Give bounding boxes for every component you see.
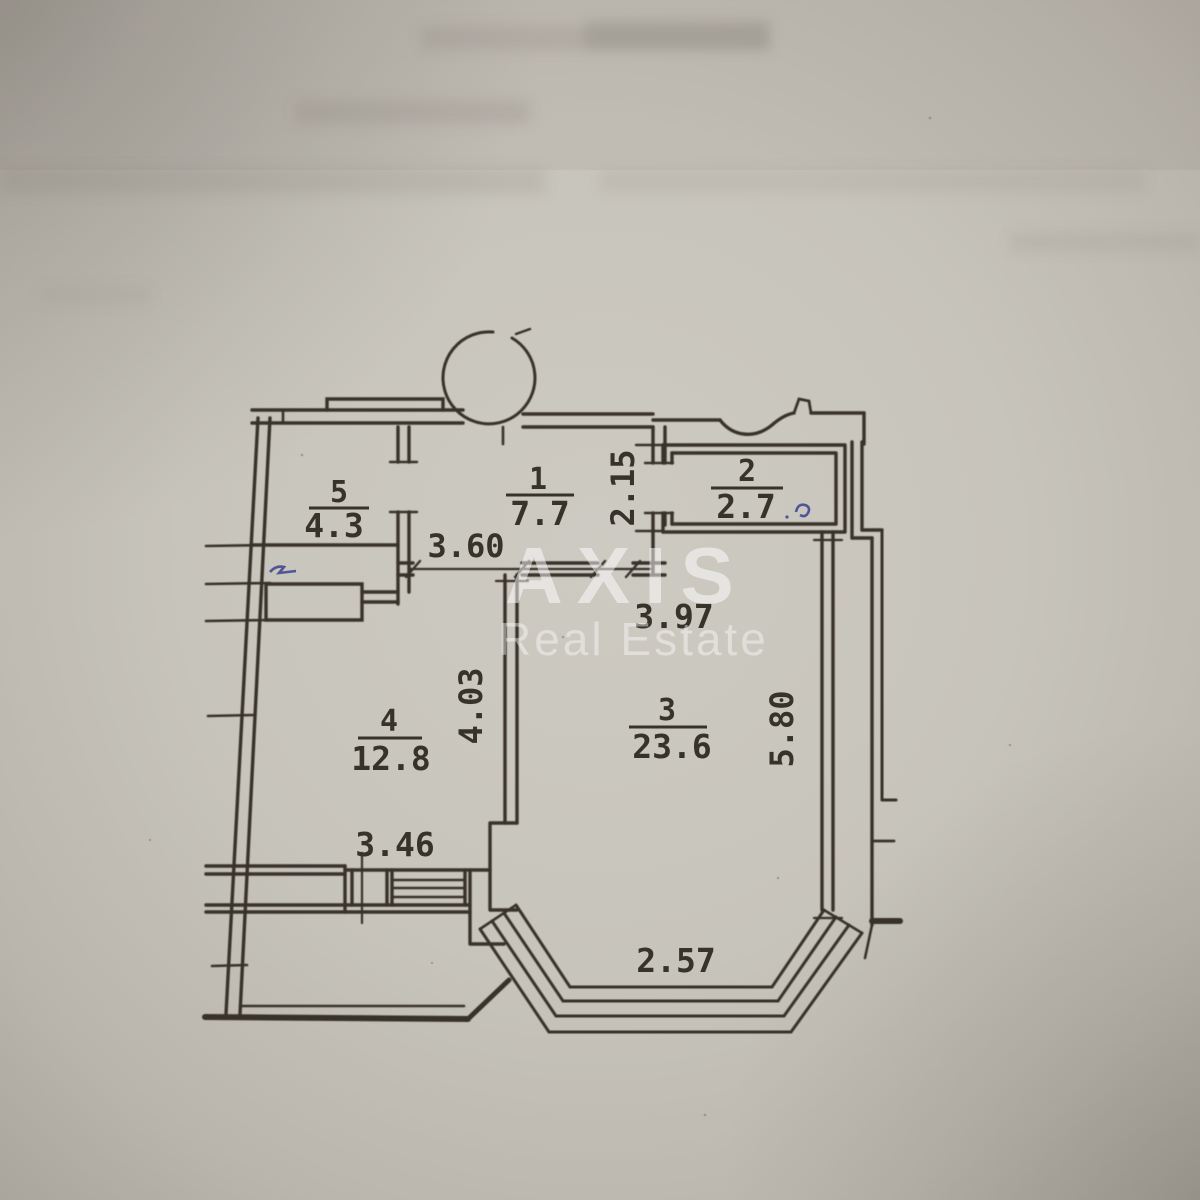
dim-bay-width: 2.57 [636, 941, 715, 980]
bleed-through-smudges [0, 20, 1200, 304]
watermark-brand: AXIS [505, 531, 748, 620]
dim-room3-depth: 5.80 [763, 690, 801, 767]
bay-window [478, 903, 874, 1034]
dim-room3-width: 3.97 [634, 597, 713, 636]
room-3-number: 3 [658, 693, 676, 728]
dimension-ticks [494, 538, 844, 920]
room-3-area: 23.6 [632, 727, 711, 766]
room-1-area: 7.7 [510, 494, 570, 533]
dim-room4-width: 3.46 [355, 825, 434, 864]
room3-walls [468, 530, 835, 946]
dim-hall-depth: 2.15 [604, 449, 642, 526]
room-1-number: 1 [529, 462, 547, 497]
pen-marks [269, 503, 811, 575]
dust-specks [148, 116, 1012, 1117]
top-wall [250, 397, 866, 446]
pen-mark-room2 [794, 503, 811, 518]
hallway-walls [388, 425, 675, 606]
watermark-subtitle: Real Estate [498, 613, 769, 665]
room-4-number: 4 [380, 704, 398, 739]
left-building-wall [204, 416, 272, 1016]
room-5-area: 4.3 [304, 506, 364, 545]
room-2-area: 2.7 [716, 487, 776, 526]
pen-mark-left [269, 565, 297, 575]
room2-walls [661, 443, 847, 534]
room-labels: 5 4.3 1 7.7 2 2.7 4 12.8 3 23.6 [304, 454, 783, 778]
room-5-number: 5 [330, 475, 348, 510]
dim-room4-depth: 4.03 [452, 667, 490, 744]
balcony [202, 851, 512, 1022]
watermark: AXIS Real Estate [498, 531, 769, 665]
room5-walls [250, 543, 400, 622]
right-outer-wall [850, 440, 903, 927]
room-4-area: 12.8 [351, 739, 430, 778]
dimension-labels: 3.60 2.15 3.97 4.03 5.80 3.46 2.57 [355, 449, 801, 980]
dim-hall-width: 3.60 [427, 527, 504, 565]
room-2-number: 2 [738, 454, 756, 489]
plan-ink [202, 327, 903, 1034]
door-swing-icon [441, 327, 537, 426]
